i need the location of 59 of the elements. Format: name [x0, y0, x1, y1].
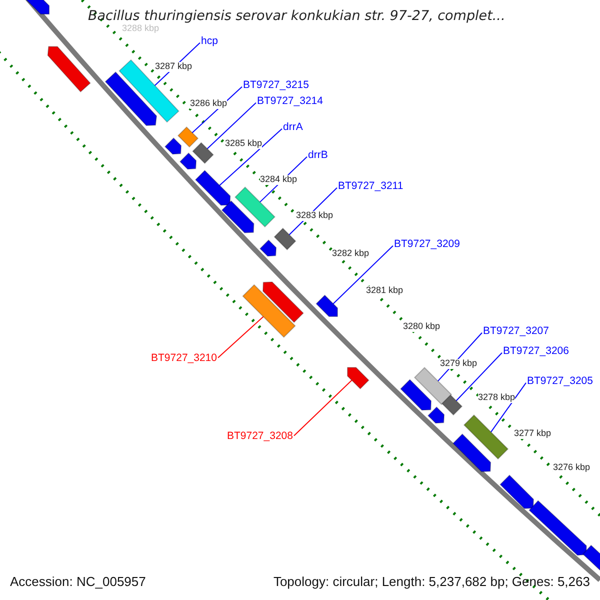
gene-label: BT9727_3207 [483, 326, 549, 338]
tick-label: 3277 kbp [514, 429, 552, 439]
leader-line [456, 352, 502, 402]
gene-feature-pointed [500, 474, 534, 509]
tick-label: 3285 kbp [225, 139, 262, 149]
gene-feature-pointed [179, 152, 197, 170]
gene-feature-pointed [221, 200, 254, 234]
leader-line [490, 382, 526, 433]
gene-label: BT9727_3211 [338, 181, 404, 193]
tick-label: 3282 kbp [332, 249, 370, 259]
gene-feature-pointed [164, 137, 182, 155]
gene-label: BT9727_3206 [503, 346, 569, 358]
gene-label: BT9727_3214 [257, 96, 323, 108]
gene-label: BT9727_3215 [243, 80, 309, 92]
gene-feature-pointed [452, 433, 492, 472]
gene-feature-block [177, 126, 199, 148]
tick-label: 3280 kbp [403, 322, 440, 332]
gene-feature-pointed [316, 294, 338, 317]
gene-label: drrB [308, 150, 328, 162]
gene-label: drrA [283, 122, 303, 134]
leader-line [332, 245, 394, 304]
title: Bacillus thuringiensis serovar konkukian str. 97-27, complet... [88, 9, 506, 24]
gene-feature-block [192, 142, 214, 164]
gene-label: BT9727_3205 [527, 376, 593, 388]
tick-label: 3283 kbp [296, 211, 334, 221]
leader-line [219, 128, 282, 186]
gene-feature-pointed [347, 367, 370, 390]
gene-feature-block [414, 366, 452, 406]
tick-label: 3281 kbp [366, 286, 404, 296]
gene-feature-pointed [259, 239, 277, 257]
gene-feature-block [274, 228, 296, 250]
tick-label: 3287 kbp [155, 62, 192, 72]
tick-label: 3288 kbp [122, 24, 160, 34]
gene-feature-pointed [400, 378, 432, 411]
gene-label: hcp [201, 36, 218, 48]
gene-feature-block [441, 394, 463, 416]
gene-feature-pointed [262, 281, 304, 323]
gene-feature-block [463, 414, 509, 460]
gene-feature-pointed [582, 544, 600, 572]
accession-text: Accession: NC_005957 [10, 575, 146, 590]
leader-line [293, 380, 352, 436]
gene-feature-block [234, 186, 276, 228]
genome-info-text: Topology: circular; Length: 5,237,682 bp; Genes: 5,263 [273, 575, 590, 590]
leader-line [218, 316, 264, 358]
gene-feature-pointed [528, 500, 587, 556]
tick-label: 3276 kbp [553, 463, 590, 473]
gene-feature-pointed [104, 71, 158, 126]
tick-label: 3278 kbp [478, 393, 516, 403]
tick-label: 3284 kbp [260, 175, 298, 185]
gene-label: BT9727_3208 [227, 431, 293, 443]
gene-feature-pointed [194, 170, 231, 206]
gene-label: BT9727_3209 [394, 239, 460, 251]
tick-label: 3286 kbp [190, 99, 228, 109]
gene-feature-pointed [47, 46, 91, 92]
gene-label: BT9727_3210 [151, 353, 217, 365]
tick-label: 3279 kbp [440, 359, 478, 369]
leader-line [206, 102, 256, 150]
gene-feature-block [242, 284, 296, 338]
gene-feature-block [118, 59, 180, 123]
